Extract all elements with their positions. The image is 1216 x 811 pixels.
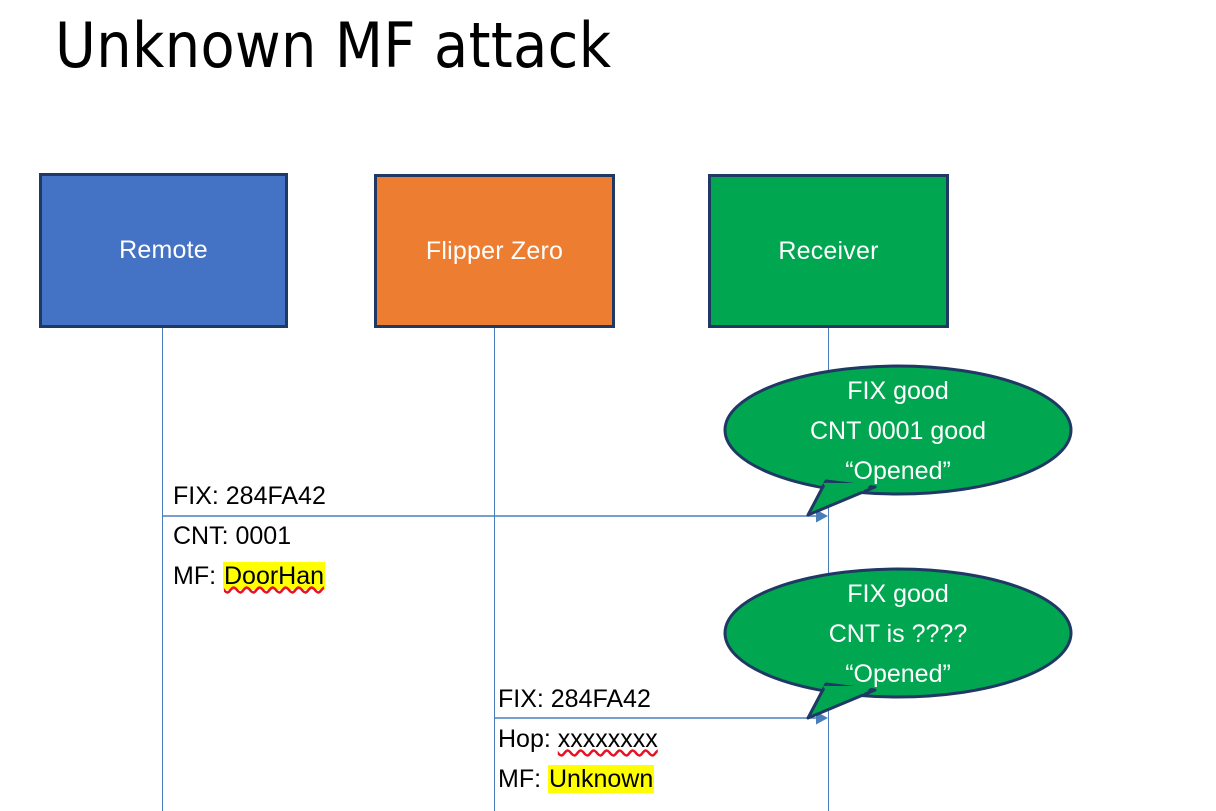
message-1-cnt-value: 0001 (235, 522, 292, 550)
message-arrow-remote-to-receiver (162, 508, 830, 523)
message-label-1-below: CNT: 0001 MF: DoorHan (173, 516, 326, 596)
message-2-mf-label: MF: (498, 765, 548, 793)
message-2-hop-label: Hop: (498, 725, 558, 753)
actor-label-flipper: Flipper Zero (425, 236, 564, 265)
actor-box-receiver[interactable]: Receiver (708, 174, 949, 328)
lifeline-flipper (494, 328, 495, 811)
lifeline-receiver (828, 328, 829, 811)
actor-label-receiver: Receiver (778, 236, 879, 265)
message-2-hop-value: xxxxxxxx (557, 725, 658, 753)
message-1-cnt-line: CNT: 0001 (173, 516, 325, 556)
actor-box-flipper[interactable]: Flipper Zero (374, 174, 615, 328)
message-1-mf-line: MF: DoorHan (173, 556, 326, 596)
message-1-fix-line: FIX: 284FA42 (173, 482, 326, 510)
message-2-fix-line: FIX: 284FA42 (498, 685, 651, 713)
message-2-hop-line: Hop: xxxxxxxx (498, 719, 658, 759)
message-label-1-above: FIX: 284FA42 (173, 476, 326, 516)
speech-bubble-receiver-1[interactable]: FIX good CNT 0001 good “Opened” (723, 363, 1073, 523)
actor-box-remote[interactable]: Remote (39, 173, 288, 328)
message-2-mf-value: Unknown (548, 765, 655, 793)
speech-bubble-receiver-2[interactable]: FIX good CNT is ???? “Opened” (723, 566, 1073, 726)
message-label-2-below: Hop: xxxxxxxx MF: Unknown (498, 719, 658, 799)
page-title: Unknown MF attack (55, 9, 612, 82)
actor-label-remote: Remote (119, 236, 208, 264)
message-1-mf-label: MF: (173, 562, 223, 590)
message-1-cnt-label: CNT: (173, 522, 236, 550)
message-1-mf-value: DoorHan (223, 562, 326, 590)
message-2-mf-line: MF: Unknown (498, 759, 658, 799)
lifeline-remote (162, 328, 163, 811)
message-label-2-above: FIX: 284FA42 (498, 679, 651, 719)
